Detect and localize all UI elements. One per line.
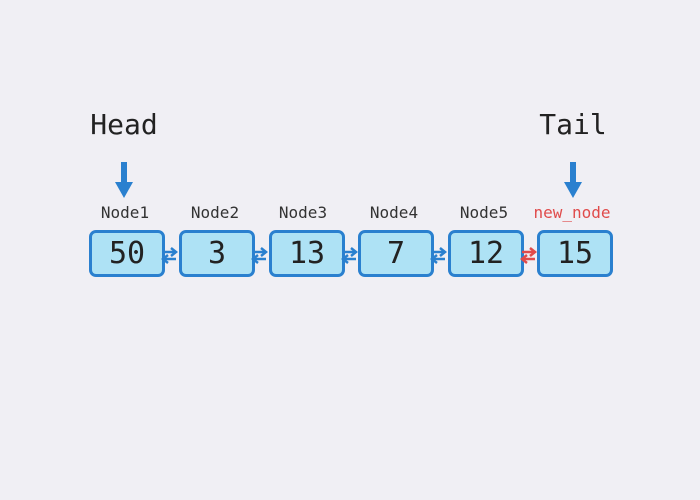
node-name-4: Node4 [369,203,419,222]
node-box-5: 12 [448,230,524,277]
link-2-3 [250,247,269,264]
link-3-4 [340,247,359,264]
node-name-5: Node5 [459,203,509,222]
node-name-new: new_node [533,203,611,222]
tail-down-arrow-icon [564,162,582,198]
head-label: Head [90,108,158,141]
node-box-3: 13 [269,230,345,277]
node-box-4: 7 [358,230,434,277]
tail-label: Tail [539,108,607,141]
node-box-new: 15 [537,230,613,277]
node-name-2: Node2 [190,203,240,222]
node-name-3: Node3 [278,203,328,222]
node-name-1: Node1 [100,203,150,222]
head-down-arrow-icon [115,162,133,198]
node-box-2: 3 [179,230,255,277]
link-1-2 [160,247,179,264]
node-box-1: 50 [89,230,165,277]
link-5-new [519,247,538,264]
link-4-5 [429,247,448,264]
